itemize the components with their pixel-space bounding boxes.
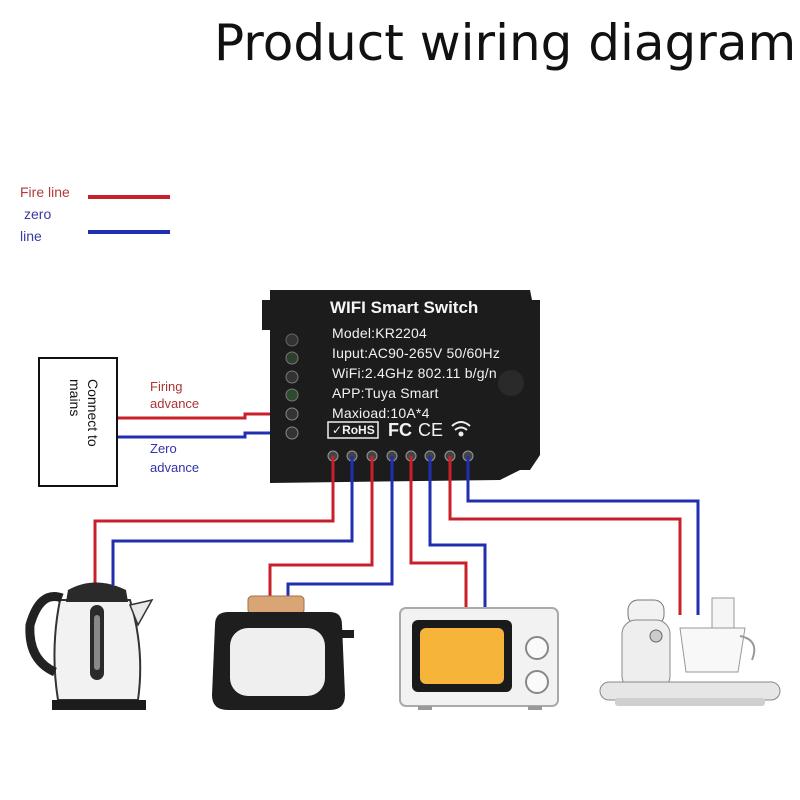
rohs-icon: ✓RoHS	[332, 423, 375, 437]
ce-mark: CE	[418, 420, 444, 440]
legend-zero-label: zero	[24, 206, 52, 222]
microwave-zero-wire	[428, 456, 487, 610]
wifi-icon	[451, 421, 471, 437]
toaster-fire-wire	[268, 456, 374, 598]
page-title: Product wiring diagram	[214, 14, 797, 72]
device-input: Iuput:AC90-265V 50/60Hz	[332, 345, 501, 361]
legend-fire-label: Fire line	[20, 184, 70, 200]
blender-zero-wire	[466, 456, 700, 615]
mains-label: Connect to mains	[67, 379, 101, 447]
rohs-badge	[327, 421, 379, 439]
firing-advance-label-1: Firing	[150, 379, 183, 394]
zero-advance-label-2: advance	[150, 460, 200, 475]
kettle-zero-wire	[111, 456, 354, 585]
device-wifi: WiFi:2.4GHz 802.11 b/g/n	[332, 365, 497, 381]
smart-switch-device	[262, 290, 540, 483]
device-title: WIFI Smart Switch	[330, 298, 479, 317]
toaster-icon	[212, 595, 354, 710]
kettle-icon	[25, 582, 154, 710]
input-terminals	[285, 333, 299, 440]
device-model: Model:KR2204	[332, 325, 428, 341]
mains-zero-wire	[118, 431, 272, 439]
fc-mark: FC	[388, 420, 412, 440]
zero-advance-label-1: Zero	[150, 441, 177, 456]
toaster-zero-wire	[286, 456, 394, 598]
blender-icon	[599, 597, 781, 706]
microwave-icon	[399, 607, 559, 710]
firing-advance-label-2: advance	[150, 396, 200, 411]
mains-fire-wire	[118, 412, 272, 420]
device-app: APP:Tuya Smart	[332, 385, 439, 401]
device-maxload: Maxioad:10A*4	[332, 405, 430, 421]
legend-zero-label-2: line	[20, 228, 42, 244]
mains-box: Connect to mains	[38, 357, 118, 487]
blender-fire-wire	[448, 456, 682, 615]
kettle-fire-wire	[93, 456, 335, 585]
microwave-fire-wire	[409, 456, 468, 610]
reset-button-icon	[498, 370, 524, 396]
rohs-label: RoHS	[342, 423, 375, 437]
